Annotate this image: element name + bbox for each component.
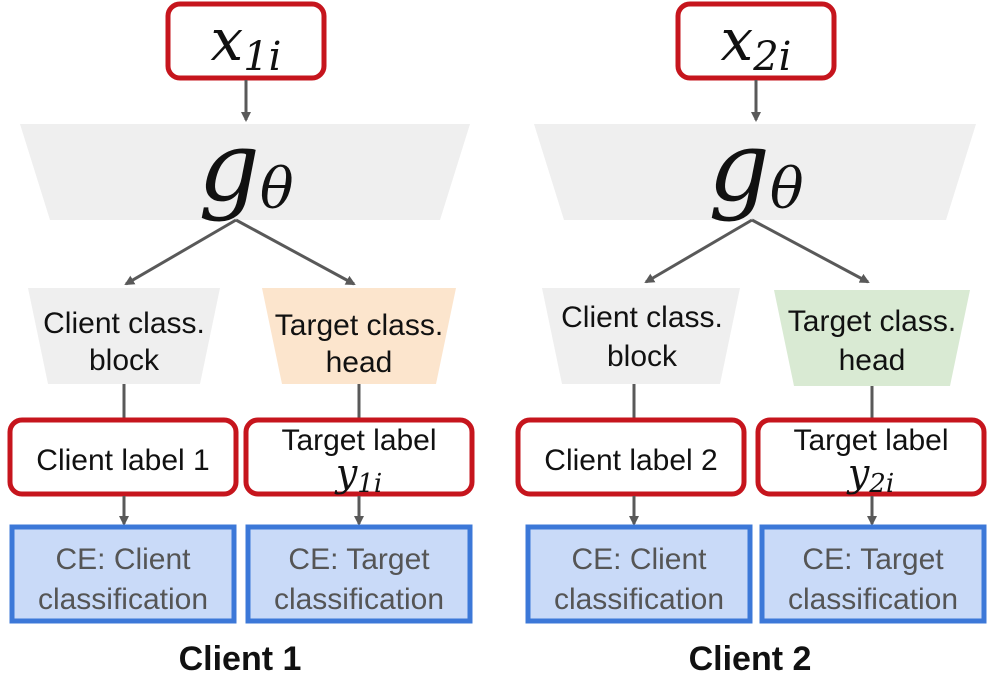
client-1-input-math: x1i	[211, 6, 282, 80]
client-1-ce-target-box	[245, 524, 473, 624]
client-1-client-block-line1: Client class.	[43, 307, 205, 340]
client-2-panel: x2i gθ Client class. block Target class.…	[515, 1, 987, 678]
client-2-target-class-head	[774, 290, 970, 386]
client-1-client-class-block	[28, 288, 220, 384]
client-2-encoder-shape	[534, 124, 976, 220]
client-2-client-class-block	[542, 288, 740, 384]
client-2-ce-target-line1: CE: Target	[802, 543, 944, 576]
client-2-arrow-to-target-head	[751, 218, 870, 284]
client-1-client-block-line2: block	[89, 344, 160, 377]
client-2-arrow-to-client-block	[644, 218, 753, 284]
client-1-encoder-shape	[20, 124, 470, 220]
client-1-target-class-head	[262, 288, 456, 384]
client-1-ce-target-line1: CE: Target	[288, 543, 430, 576]
client-2-target-head-line2: head	[839, 344, 906, 377]
client-2-target-label-text: Target label	[793, 424, 948, 457]
client-1-arrow-to-target-head	[235, 218, 356, 286]
client-2-client-block-line2: block	[607, 340, 678, 373]
client-2-input-box	[675, 1, 837, 81]
client-1-encoder-math: gθ	[198, 111, 293, 223]
client-1-target-label-box	[243, 417, 475, 497]
client-1-target-label-text: Target label	[281, 424, 436, 457]
client-2-target-label-box	[755, 417, 987, 497]
client-2-encoder-math: gθ	[708, 111, 803, 223]
client-1-arrow-to-client-block	[124, 218, 237, 286]
client-1-title: Client 1	[179, 640, 302, 678]
client-2-ce-client-line1: CE: Client	[571, 543, 707, 576]
client-2-target-head-line1: Target class.	[788, 305, 956, 338]
client-1-ce-client-box	[9, 524, 237, 624]
client-1-ce-target-line2: classification	[274, 583, 444, 616]
client-1-target-head-line1: Target class.	[275, 309, 443, 342]
client-1-target-label-math: y1i	[334, 451, 382, 499]
client-1-client-label-box	[7, 417, 239, 497]
client-1-ce-client-line1: CE: Client	[55, 543, 191, 576]
client-1-client-label-text: Client label 1	[36, 444, 209, 477]
client-2-target-label-math: y2i	[846, 451, 894, 499]
client-2-ce-client-line2: classification	[554, 583, 724, 616]
client-1-ce-client-line2: classification	[38, 583, 208, 616]
client-2-client-block-line1: Client class.	[561, 301, 723, 334]
client-2-client-label-text: Client label 2	[544, 444, 717, 477]
client-2-client-label-box	[515, 417, 747, 497]
client-1-target-head-line2: head	[326, 346, 393, 379]
client-1-input-box	[165, 1, 327, 81]
client-2-title: Client 2	[689, 640, 812, 678]
client-1-panel: x1i gθ Client class. block Target class.…	[7, 1, 475, 678]
client-2-ce-target-box	[759, 524, 987, 624]
client-2-ce-target-line2: classification	[788, 583, 958, 616]
client-2-ce-client-box	[525, 524, 753, 624]
client-2-input-math: x2i	[721, 6, 792, 80]
